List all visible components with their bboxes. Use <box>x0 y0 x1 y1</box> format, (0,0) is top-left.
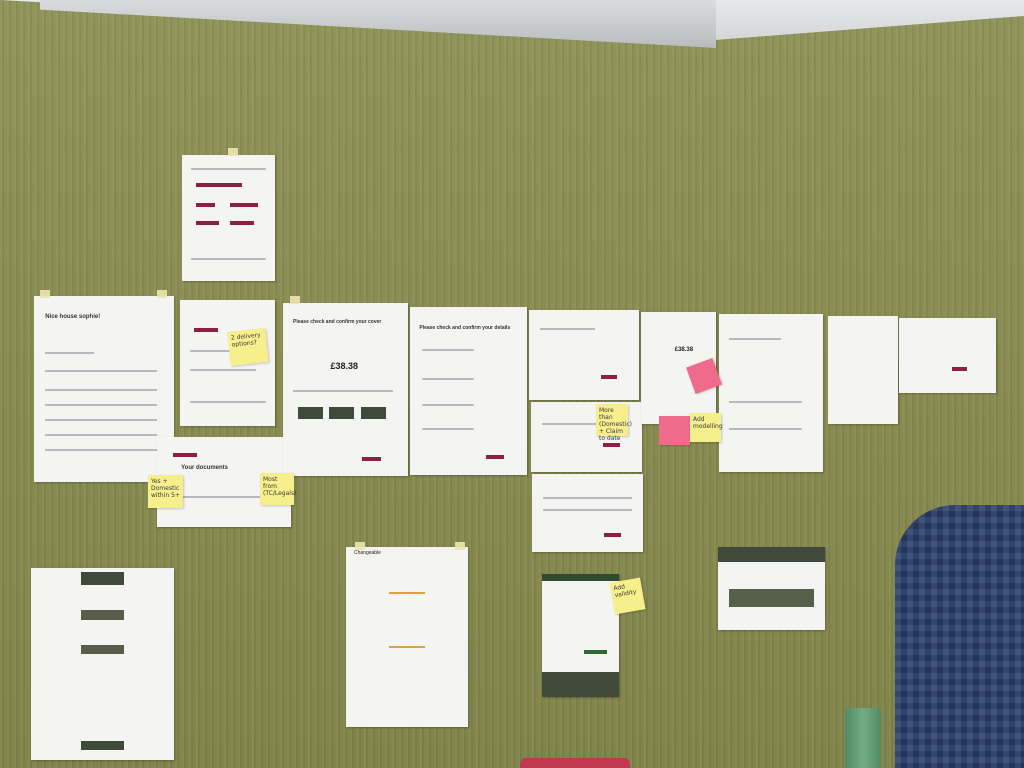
red-object <box>520 758 630 768</box>
sticky-note: 2 delivery options? <box>227 328 269 366</box>
sticky-note: Add modelling <box>690 413 723 442</box>
green-glass <box>845 708 881 768</box>
price-text: £38.38 <box>674 347 694 353</box>
wireframe-sheet-step <box>899 318 996 393</box>
wireframe-sheet-landing <box>718 547 825 630</box>
wireframe-sheet-choose <box>180 300 275 426</box>
wireframe-sheet-step <box>828 316 898 424</box>
wireframe-sheet-agreement <box>532 474 643 552</box>
sheet-heading: Your documents <box>181 465 229 471</box>
wireframe-sheet-vehicle-details <box>542 574 619 697</box>
ceiling-light-fixture <box>40 0 716 48</box>
wireframe-sheet-step <box>719 314 823 472</box>
wireframe-sheet-top <box>182 155 275 281</box>
sticky-note: Most from (TC/Legals) <box>260 473 296 505</box>
price-text: £38.38 <box>330 361 359 371</box>
sticky-note: More than (Domestic) + Claim to date <box>596 404 632 442</box>
tape <box>290 296 300 304</box>
wireframe-sheet-long-middle: Changeable <box>346 547 468 727</box>
person-in-plaid-shirt <box>895 505 1024 768</box>
tape <box>455 542 465 550</box>
sheet-heading: Please check and confirm your details <box>419 325 511 331</box>
handwritten-label: Changeable <box>354 550 381 556</box>
tape <box>355 542 365 550</box>
wireframe-sheet-confirm-cover: Please check and confirm your cover £38.… <box>283 303 408 476</box>
wireframe-sheet-confirm-details: Please check and confirm your details <box>410 307 527 475</box>
wireframe-sheet-long-left <box>31 568 174 760</box>
tape <box>157 290 167 298</box>
tape <box>40 290 50 298</box>
tape <box>228 148 238 156</box>
sheet-heading: Nice house sophie! <box>45 314 101 320</box>
sticky-note: Yes + Domestic within 5+ <box>148 475 183 508</box>
sheet-heading: Please check and confirm your cover <box>293 319 382 325</box>
wireframe-sheet-quote: Nice house sophie! <box>34 296 174 482</box>
sticky-note-pink <box>659 416 690 445</box>
wireframe-sheet-step <box>529 310 639 400</box>
sticky-note: Add validity <box>609 577 646 615</box>
